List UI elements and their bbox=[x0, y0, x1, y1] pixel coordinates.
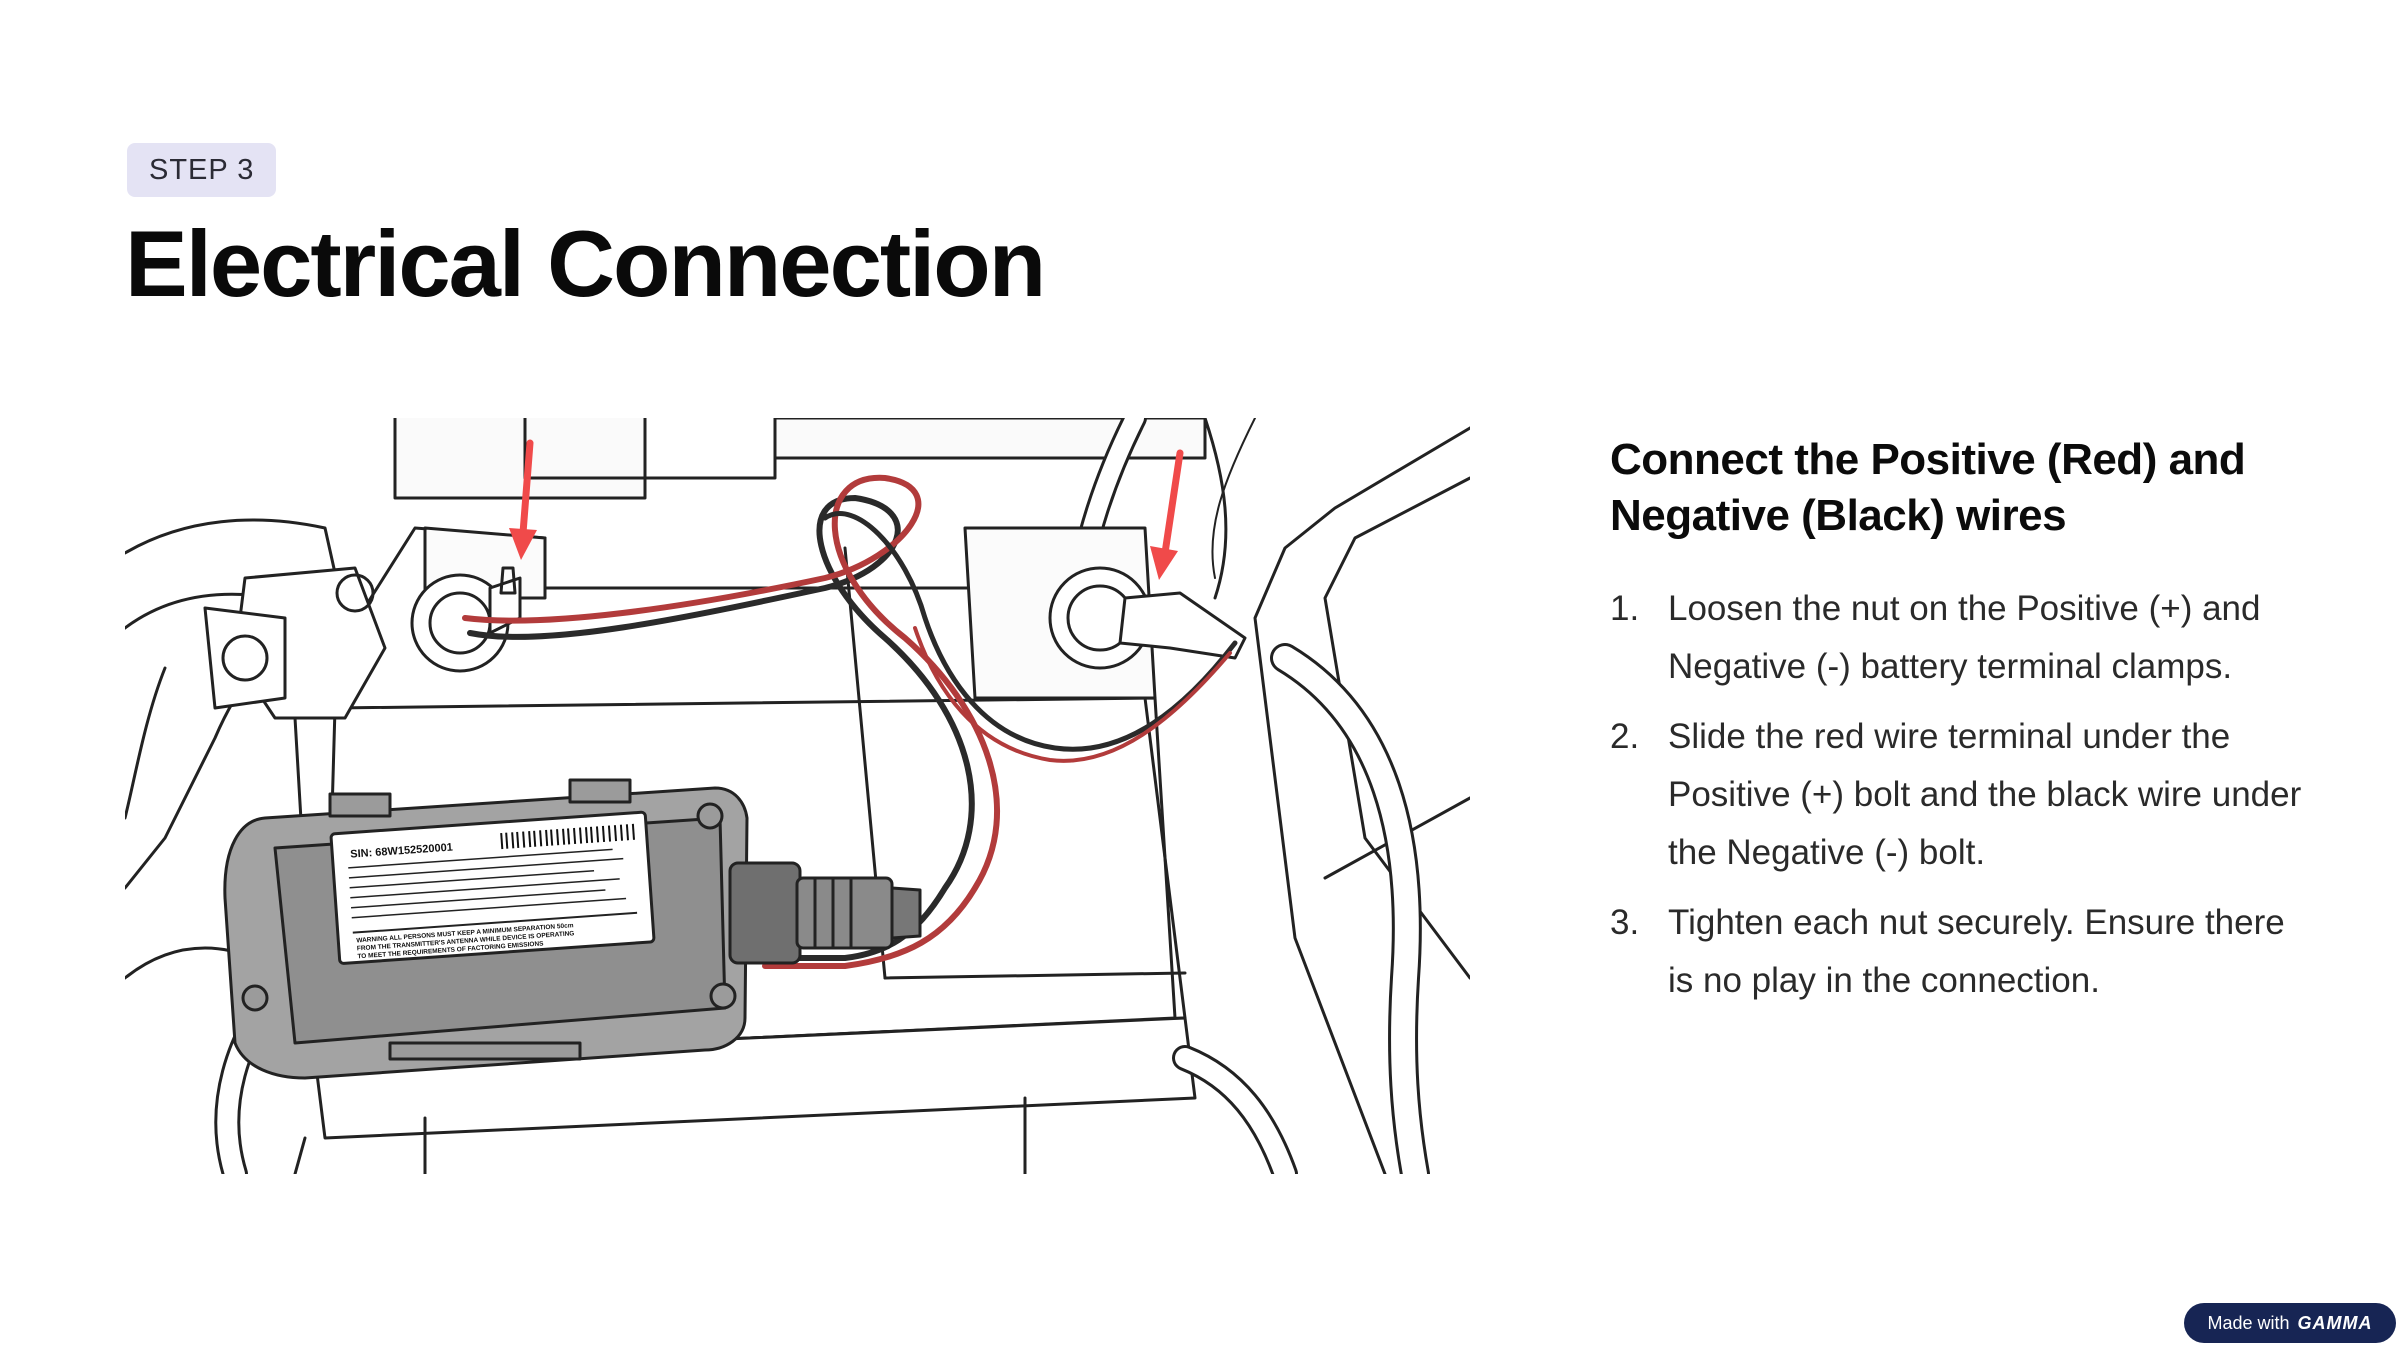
made-with-gamma-badge[interactable]: Made with GAMMA bbox=[2184, 1303, 2396, 1343]
positive-terminal-arrow bbox=[509, 439, 537, 560]
step-label: STEP 3 bbox=[149, 153, 255, 186]
negative-terminal-arrow bbox=[1150, 449, 1184, 580]
instruction-item: 1. Loosen the nut on the Positive (+) an… bbox=[1610, 580, 2310, 696]
instruction-number: 1. bbox=[1610, 589, 1640, 628]
instruction-list: 1. Loosen the nut on the Positive (+) an… bbox=[1610, 580, 2310, 1022]
gamma-logo: GAMMA bbox=[2297, 1312, 2373, 1333]
instruction-item: 3. Tighten each nut securely. Ensure the… bbox=[1610, 894, 2310, 1010]
instruction-text: Loosen the nut on the Positive (+) and N… bbox=[1668, 589, 2261, 686]
section-subheading: Connect the Positive (Red) and Negative … bbox=[1610, 435, 2246, 540]
battery-wiring-illustration: SIN: 68W152520001 WARNING ALL PERSONS MU… bbox=[125, 418, 1470, 1174]
badge-prefix: Made with bbox=[2207, 1312, 2290, 1333]
instruction-number: 3. bbox=[1610, 903, 1640, 942]
instruction-number: 2. bbox=[1610, 717, 1640, 756]
instruction-text: Slide the red wire terminal under the Po… bbox=[1668, 717, 2302, 872]
step-badge: STEP 3 bbox=[127, 143, 277, 197]
instruction-item: 2. Slide the red wire terminal under the… bbox=[1610, 708, 2310, 882]
instruction-text: Tighten each nut securely. Ensure there … bbox=[1668, 903, 2285, 1000]
page-title: Electrical Connection bbox=[125, 211, 1046, 316]
